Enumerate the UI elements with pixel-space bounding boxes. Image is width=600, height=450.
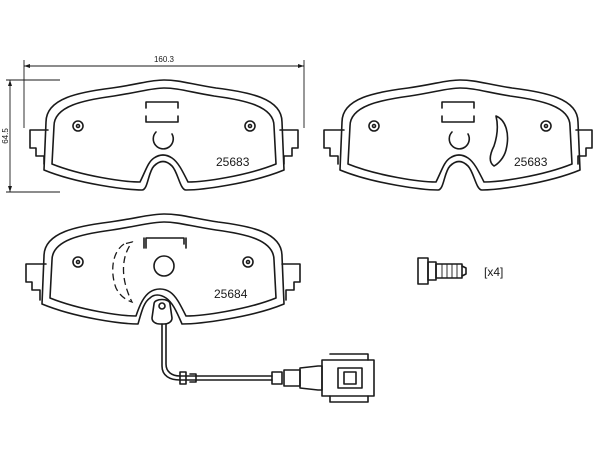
height-dimension: 64.5 [1, 79, 60, 193]
height-dimension-label: 64.5 [1, 128, 10, 144]
width-dimension-label: 160.3 [154, 55, 175, 64]
brake-pad-3: 25684 [25, 213, 375, 403]
pad-2-part-number: 25683 [514, 155, 548, 169]
brake-pad-2: 25683 [323, 79, 593, 191]
accessory-bolt: [x4] [417, 257, 503, 285]
width-dimension: 160.3 [23, 55, 305, 128]
pad-3-part-number: 25684 [214, 287, 248, 301]
pad-1-part-number: 25683 [216, 155, 250, 169]
brake-pad-1: 25683 [29, 79, 299, 191]
bolt-quantity-label: [x4] [484, 265, 503, 279]
